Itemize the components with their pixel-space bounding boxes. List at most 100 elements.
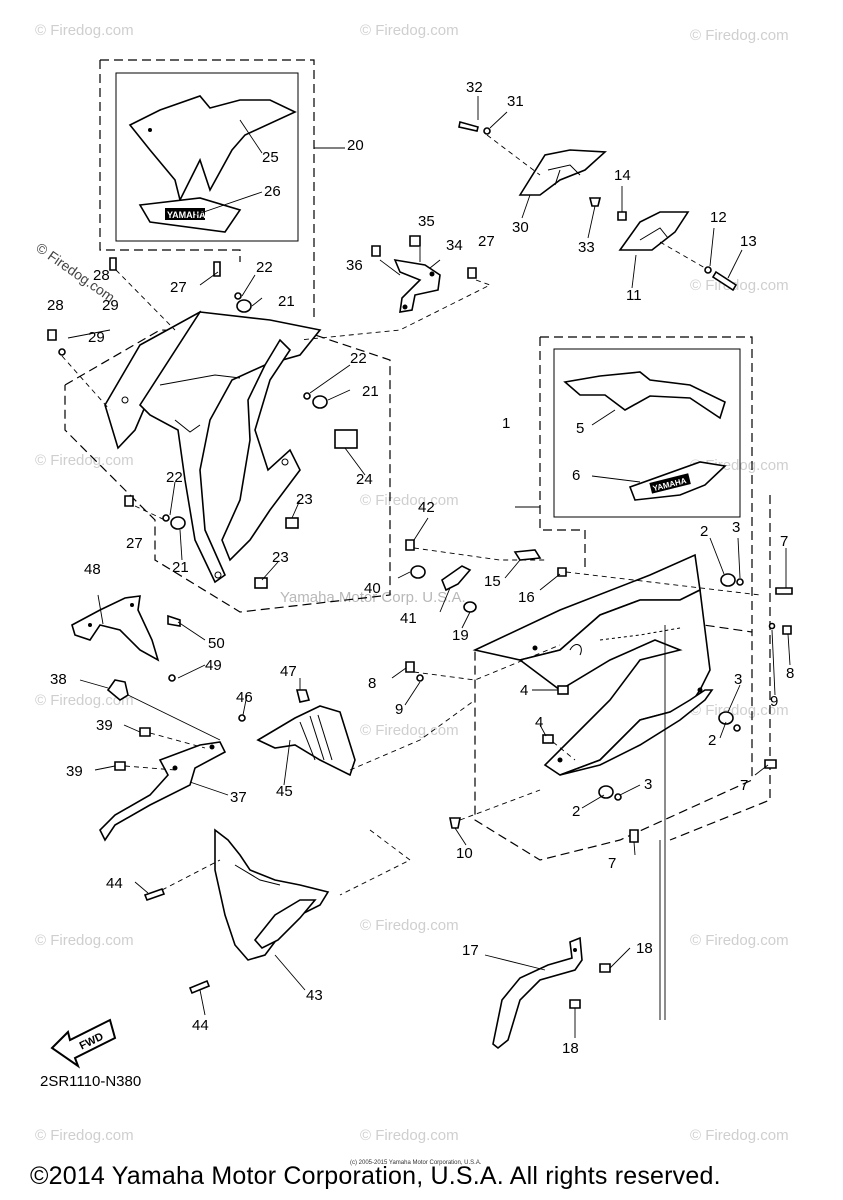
watermark: © Firedog.com — [35, 452, 134, 469]
watermark: © Firedog.com — [35, 932, 134, 949]
callout-7: 7 — [780, 533, 788, 550]
callout-43: 43 — [306, 987, 323, 1004]
callout-21: 21 — [172, 559, 189, 576]
callout-4: 4 — [535, 714, 543, 731]
decal-set-box-1 — [553, 348, 741, 518]
callout-44: 44 — [192, 1017, 209, 1034]
callout-16: 16 — [518, 589, 535, 606]
clip-23b — [254, 577, 268, 589]
callout-22: 22 — [166, 469, 183, 486]
bolt-7c — [629, 829, 639, 843]
watermark: © Firedog.com — [360, 1127, 459, 1144]
callout-42: 42 — [418, 499, 435, 516]
watermark: © Firedog.com — [690, 27, 789, 44]
callout-21: 21 — [278, 293, 295, 310]
callout-49: 49 — [205, 657, 222, 674]
bolt-7a — [775, 587, 793, 595]
bracket-41 — [441, 565, 472, 592]
callout-22: 22 — [256, 259, 273, 276]
grommet-19 — [463, 601, 477, 613]
callout-28: 28 — [93, 267, 110, 284]
decal-set-box-20 — [115, 72, 299, 242]
grommet-2a — [720, 573, 736, 587]
callout-3: 3 — [644, 776, 652, 793]
decal-25 — [128, 95, 297, 203]
side-cowling — [472, 553, 714, 776]
collar-3b — [733, 724, 741, 732]
grommet-2c — [598, 785, 614, 799]
bolt-27b — [213, 261, 221, 277]
washer-29 — [58, 348, 66, 356]
washer-9b — [416, 674, 424, 682]
inner-panel-11 — [618, 211, 690, 251]
callout-47: 47 — [280, 663, 297, 680]
decal-26: YAMAHA — [138, 197, 242, 233]
callout-17: 17 — [462, 942, 479, 959]
yamaha-decal-block — [165, 208, 205, 220]
drawing-code: 2SR1110-N380 — [40, 1073, 142, 1090]
washer-12 — [704, 266, 712, 274]
callout-3: 3 — [732, 519, 740, 536]
under-cowling-43 — [214, 828, 330, 961]
callout-39: 39 — [96, 717, 113, 734]
callout-37: 37 — [230, 789, 247, 806]
clip-10 — [449, 817, 461, 829]
decal-text: YAMAHA — [167, 210, 206, 220]
nut-4a — [557, 685, 569, 695]
callout-14: 14 — [614, 167, 631, 184]
callout-2: 2 — [708, 732, 716, 749]
watermark: © Firedog.com — [35, 692, 134, 709]
callout-12: 12 — [710, 209, 727, 226]
callout-10: 10 — [456, 845, 473, 862]
callout-11: 11 — [626, 287, 642, 304]
watermark: © Firedog.com — [35, 22, 134, 39]
callout-15: 15 — [484, 573, 501, 590]
callout-2: 2 — [700, 523, 708, 540]
callout-41: 41 — [400, 610, 417, 627]
collar-3a — [736, 578, 744, 586]
callout-3: 3 — [734, 671, 742, 688]
watermark: © Firedog.com — [690, 1127, 789, 1144]
callout-22: 22 — [350, 350, 367, 367]
nut-14 — [617, 211, 627, 221]
callout-13: 13 — [740, 233, 757, 250]
bolt-44b — [188, 979, 211, 995]
damper-24 — [334, 429, 358, 449]
callout-26: 26 — [264, 183, 281, 200]
callout-35: 35 — [418, 213, 435, 230]
collar-22b — [303, 392, 311, 400]
callout-23: 23 — [296, 491, 313, 508]
callout-29: 29 — [102, 297, 119, 314]
grommet-40 — [410, 565, 426, 579]
callout-34: 34 — [446, 237, 463, 254]
callout-9: 9 — [395, 701, 403, 718]
callout-1: 1 — [502, 415, 510, 432]
callout-7: 7 — [608, 855, 616, 872]
nut-33 — [588, 197, 602, 207]
bolt-44a — [143, 887, 166, 902]
bolt-28b — [47, 329, 57, 341]
callout-27: 27 — [478, 233, 495, 250]
callout-44: 44 — [106, 875, 123, 892]
callout-7: 7 — [740, 777, 748, 794]
washer-9a — [768, 622, 776, 630]
bolt-35 — [409, 235, 421, 247]
bolt-18a — [599, 963, 611, 973]
bolt-39a — [139, 727, 151, 737]
decal-5 — [563, 371, 726, 420]
watermark: © Firedog.com — [360, 492, 459, 509]
callout-39: 39 — [66, 763, 83, 780]
clip-38 — [106, 679, 129, 701]
callout-38: 38 — [50, 671, 67, 688]
bolt-8a — [782, 625, 792, 635]
callout-50: 50 — [208, 635, 225, 652]
stay-17 — [492, 936, 583, 1050]
watermark: © Firedog.com — [360, 22, 459, 39]
washer-31 — [483, 127, 491, 135]
callout-4: 4 — [520, 682, 528, 699]
clip-23 — [285, 517, 299, 529]
assembly-outlines — [64, 59, 771, 861]
callout-8: 8 — [368, 675, 376, 692]
bolt-27a — [467, 267, 477, 279]
